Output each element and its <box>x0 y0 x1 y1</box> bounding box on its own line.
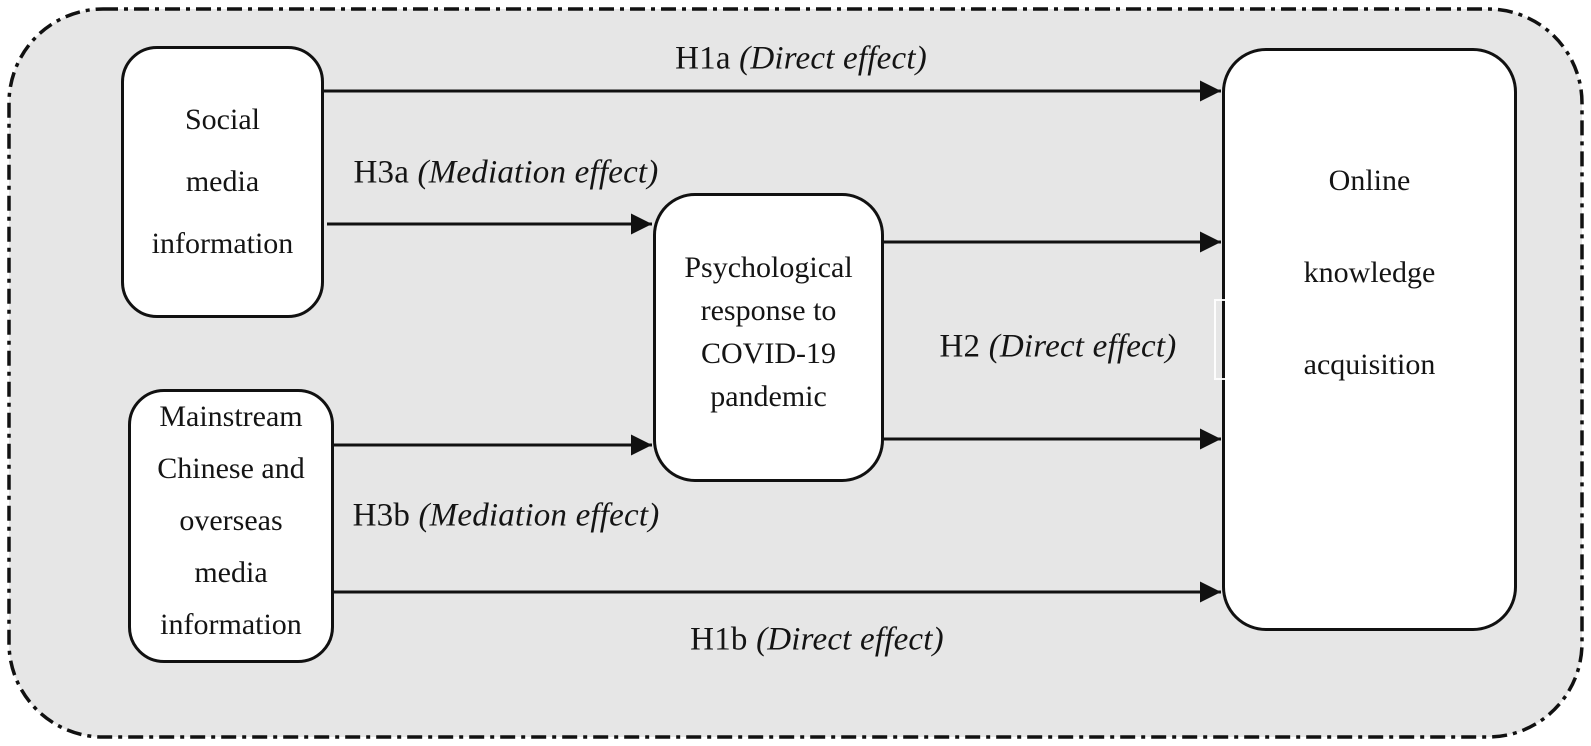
node-psychological-response: Psychological response to COVID-19 pande… <box>653 193 884 482</box>
label-roman-part: H1a <box>675 40 740 77</box>
label-roman-part: H3a <box>353 154 418 191</box>
node-text-line: Online <box>1328 164 1411 197</box>
node-text-line: information <box>160 608 302 641</box>
node-text-line: Chinese and <box>157 452 305 485</box>
node-text-line: acquisition <box>1303 348 1436 381</box>
node-text-line: Psychological <box>684 250 853 284</box>
edge-label-h3a: H3a (Mediation effect) <box>354 155 659 192</box>
node-text-line: Social <box>185 103 260 136</box>
label-roman-part: H2 <box>939 328 989 365</box>
label-italic-part: (Mediation effect) <box>417 154 659 191</box>
edge-label-h3b: H3b (Mediation effect) <box>353 498 660 535</box>
node-text-line: knowledge <box>1303 256 1436 289</box>
node-text-line: pandemic <box>710 379 827 413</box>
node-text-line: information <box>151 227 294 260</box>
node-text-line: media <box>194 556 268 589</box>
edge-label-h2: H2 (Direct effect) <box>940 329 1177 366</box>
edge-label-h1a: H1a (Direct effect) <box>675 41 927 78</box>
node-text-line: media <box>185 165 260 198</box>
node-text-line: COVID-19 <box>701 336 836 370</box>
label-italic-part: (Direct effect) <box>756 621 944 658</box>
node-online-knowledge-acquisition: Online knowledge acquisition <box>1222 48 1517 631</box>
node-mainstream-media-information: Mainstream Chinese and overseas media in… <box>128 389 334 663</box>
label-roman-part: H1b <box>690 621 757 658</box>
label-roman-part: H3b <box>352 497 419 534</box>
edge-label-h1b: H1b (Direct effect) <box>690 622 944 659</box>
node-social-media-information: Social media information <box>121 46 324 318</box>
label-italic-part: (Direct effect) <box>988 328 1177 365</box>
label-italic-part: (Mediation effect) <box>418 497 660 534</box>
node-text-line: response to <box>700 293 837 327</box>
label-italic-part: (Direct effect) <box>739 40 927 77</box>
node-text-line: overseas <box>179 504 283 537</box>
node-text-line: Mainstream <box>159 400 303 433</box>
